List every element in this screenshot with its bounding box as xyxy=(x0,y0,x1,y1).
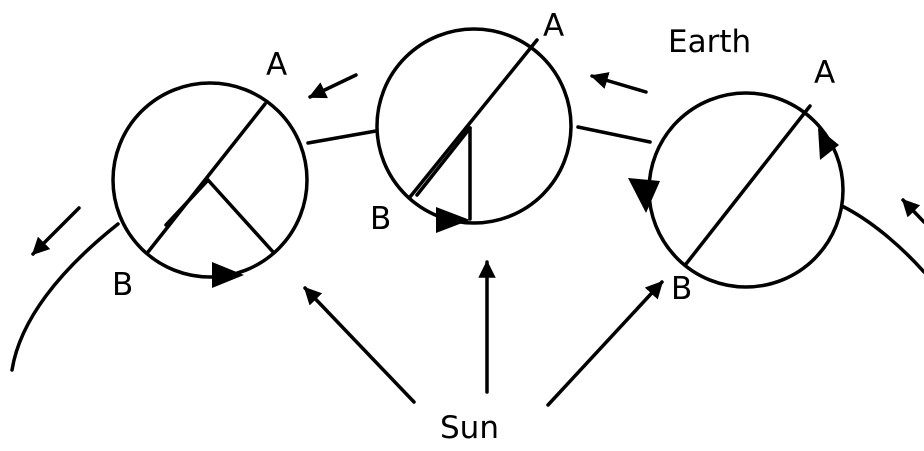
earth-local-line-middle xyxy=(415,126,472,197)
orbit-path xyxy=(10,222,120,372)
orbit-path xyxy=(306,129,378,145)
earth-local-line-left xyxy=(164,178,210,227)
label-a-middle: A xyxy=(543,8,565,44)
orbit-direction-arrow xyxy=(901,198,924,224)
earth-axis-left xyxy=(146,102,267,254)
label-b-middle: B xyxy=(370,201,392,237)
label-earth: Earth xyxy=(668,24,752,60)
rotation-arrowhead xyxy=(818,128,839,160)
earth-circle-left xyxy=(111,81,309,279)
orbit-direction-arrow xyxy=(308,73,358,99)
orbit-path xyxy=(576,125,652,144)
earth-local-line-left xyxy=(206,178,276,255)
orbit-path xyxy=(840,204,924,274)
label-sun: Sun xyxy=(440,410,499,446)
orbit-direction-arrow xyxy=(31,206,81,256)
orbit-direction-arrow xyxy=(590,72,648,94)
label-a-right: A xyxy=(814,55,836,91)
rotation-arrowhead xyxy=(212,262,244,288)
rotation-arrowhead xyxy=(436,207,470,233)
sun-ray-arrow xyxy=(546,280,664,407)
earth-circle-middle xyxy=(375,27,573,225)
label-b-left: B xyxy=(112,267,134,303)
label-b-right: B xyxy=(671,271,693,307)
label-a-left: A xyxy=(266,47,288,83)
earth-axis-middle xyxy=(408,38,539,199)
earth-axis-right xyxy=(684,104,812,266)
rotation-arrowhead xyxy=(628,178,660,213)
sun-ray-arrow xyxy=(303,286,416,404)
